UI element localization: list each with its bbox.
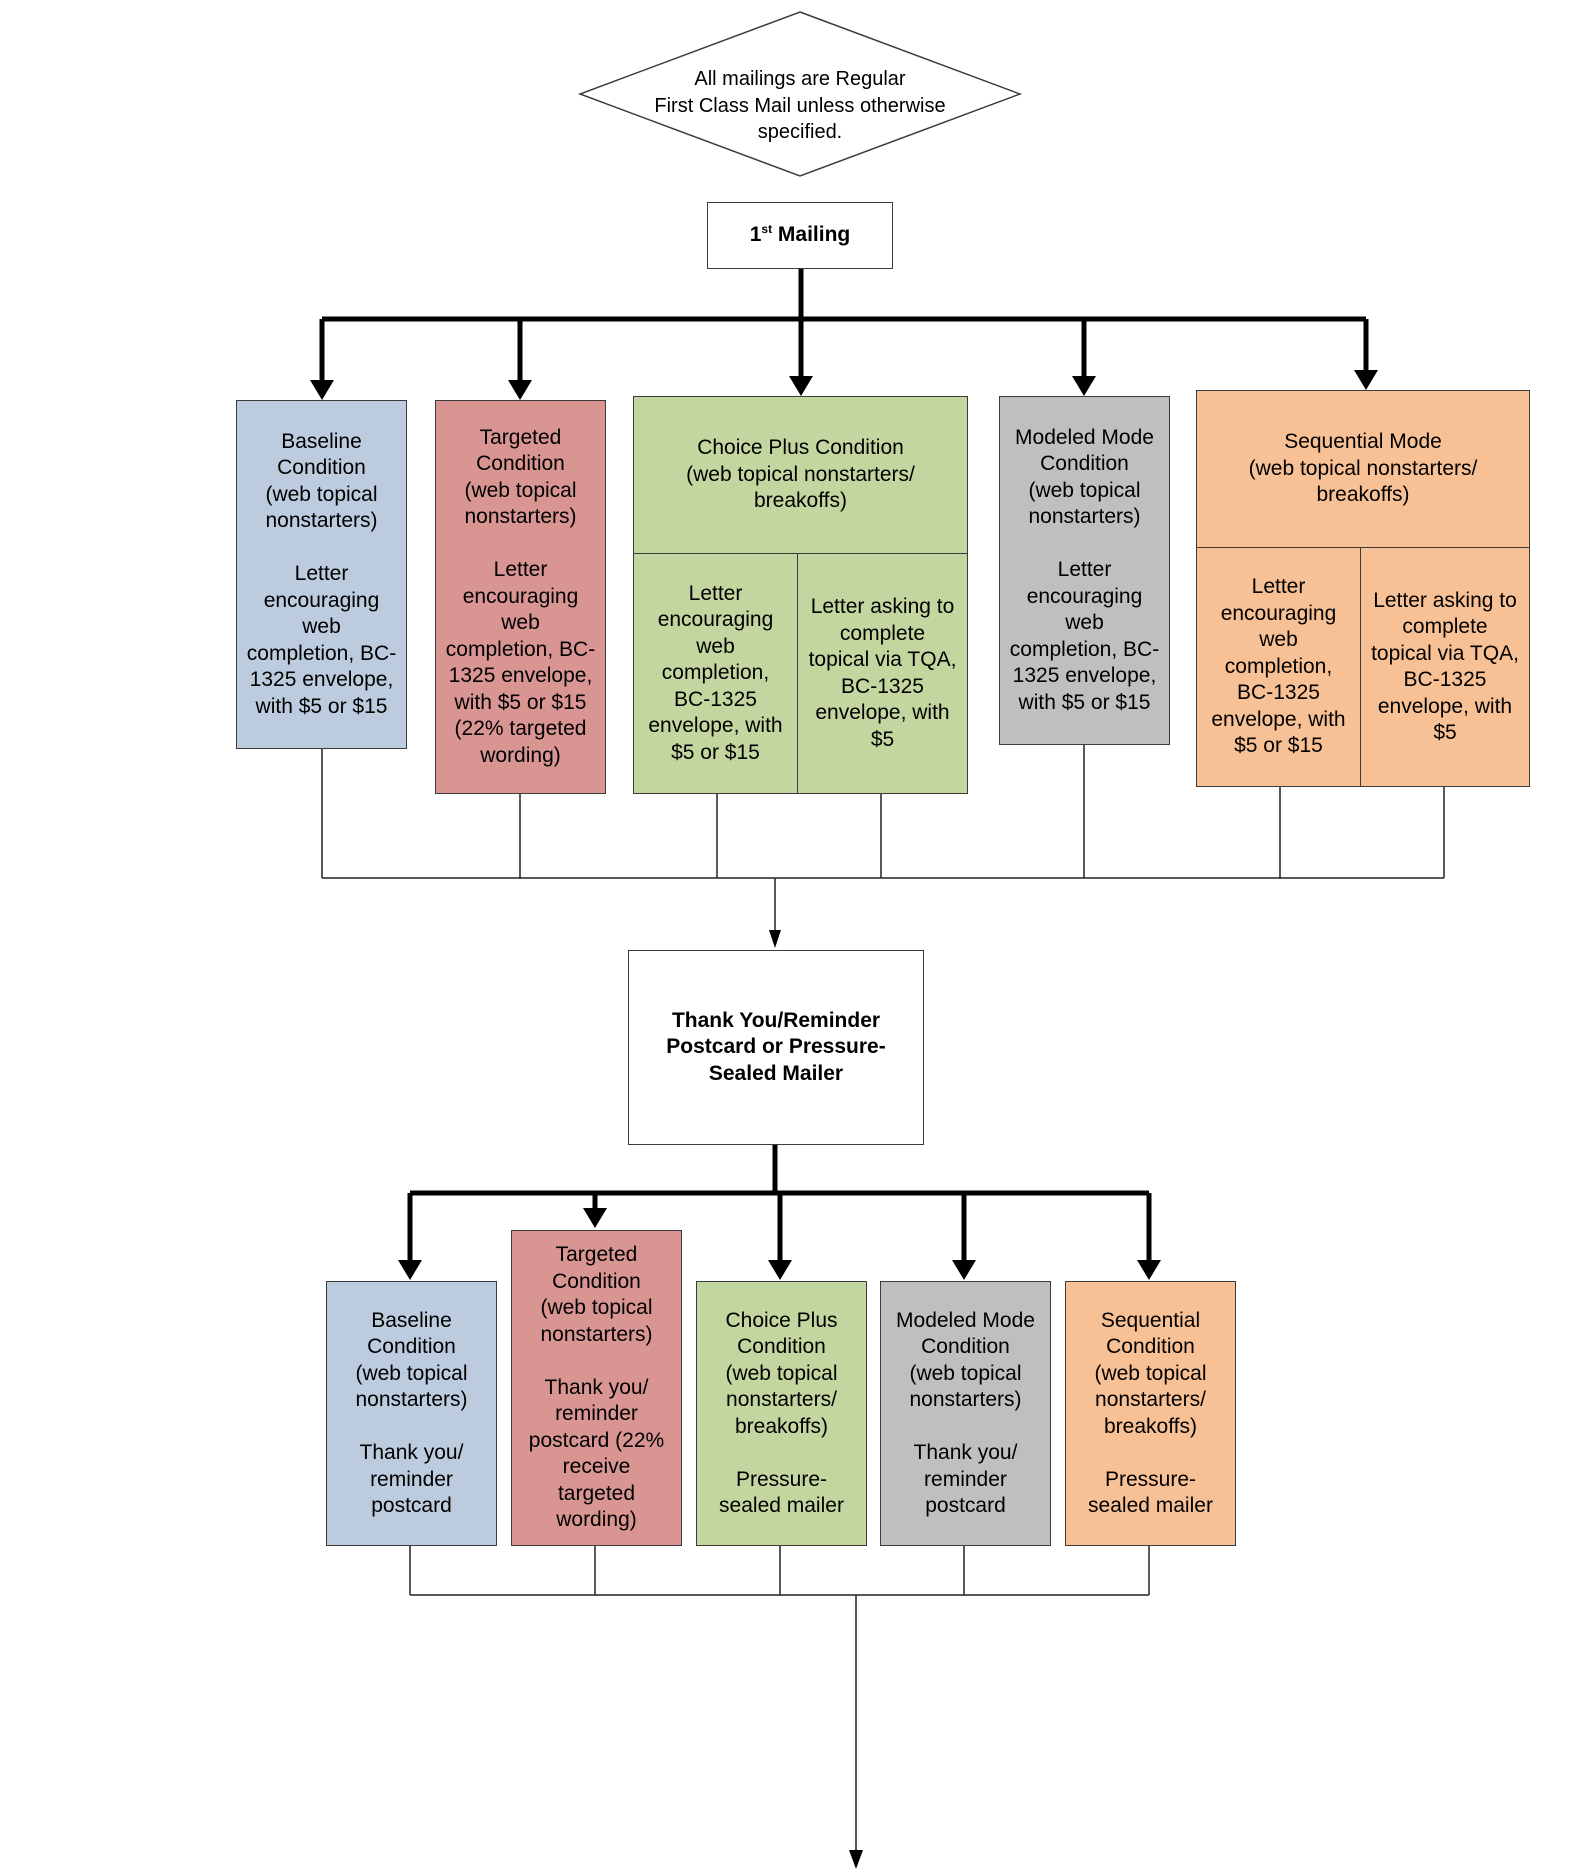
arrow-to-reminder-baseline <box>398 1260 422 1280</box>
choice-plus-tqa-letter: Letter asking to complete topical via TQ… <box>798 554 967 793</box>
first-mailing-branch-arrows <box>310 319 1378 400</box>
choice-plus-condition-box: Choice Plus Condition (web topical nonst… <box>633 396 968 794</box>
baseline-condition-text: Baseline Condition (web topical nonstart… <box>246 429 397 718</box>
first-mailing-branch-lines <box>322 269 1366 322</box>
sequential-mode-header-text: Sequential Mode (web topical nonstarters… <box>1248 430 1478 507</box>
first-mailing-box: 1st Mailing <box>707 202 893 269</box>
sequential-mode-header: Sequential Mode (web topical nonstarters… <box>1197 391 1529 548</box>
arrow-to-sequential <box>1354 370 1378 390</box>
reminder-text: Thank You/Reminder Postcard or Pressure-… <box>666 1008 886 1085</box>
first-mailing-ordinal: st <box>761 222 773 237</box>
reminder-branch-arrows <box>398 1193 1161 1280</box>
arrow-to-baseline <box>310 380 334 400</box>
modeled-mode-condition-text: Modeled Mode Condition (web topical nons… <box>1009 425 1160 714</box>
mailing-class-note: All mailings are Regular First Class Mai… <box>654 68 946 143</box>
first-mailing-label: Mailing <box>777 223 851 247</box>
modeled-mode-condition-box: Modeled Mode Condition (web topical nons… <box>999 396 1170 745</box>
reminder-sequential-box: Sequential Condition (web topical nonsta… <box>1065 1281 1236 1546</box>
sequential-tqa-letter: Letter asking to complete topical via TQ… <box>1361 548 1529 786</box>
targeted-condition-text: Targeted Condition (web topical nonstart… <box>445 425 596 767</box>
arrow-to-reminder-sequential <box>1137 1260 1161 1280</box>
first-mailing-number: 1 <box>749 223 762 247</box>
choice-plus-web-letter: Letter encouraging web completion, BC-13… <box>634 554 798 793</box>
arrow-to-choice-plus <box>789 376 813 396</box>
reminder-targeted-text: Targeted Condition (web topical nonstart… <box>528 1243 665 1532</box>
choice-plus-header: Choice Plus Condition (web topical nonst… <box>634 397 967 554</box>
arrow-to-targeted <box>508 380 532 400</box>
reminder-choice-plus-box: Choice Plus Condition (web topical nonst… <box>696 1281 867 1546</box>
second-merge-lines <box>409 1545 1150 1852</box>
arrow-to-reminder-targeted <box>583 1208 607 1228</box>
sequential-mode-condition-box: Sequential Mode (web topical nonstarters… <box>1196 390 1530 787</box>
reminder-modeled-mode-box: Modeled Mode Condition (web topical nons… <box>880 1281 1051 1546</box>
arrow-to-reminder-modeled-mode <box>952 1260 976 1280</box>
sequential-tqa-letter-text: Letter asking to complete topical via TQ… <box>1371 588 1519 745</box>
arrow-to-modeled-mode <box>1072 376 1096 396</box>
reminder-modeled-mode-text: Modeled Mode Condition (web topical nons… <box>896 1308 1035 1518</box>
choice-plus-web-letter-text: Letter encouraging web completion, BC-13… <box>648 581 783 764</box>
reminder-targeted-box: Targeted Condition (web topical nonstart… <box>511 1230 682 1546</box>
reminder-box: Thank You/Reminder Postcard or Pressure-… <box>628 950 924 1145</box>
baseline-condition-box: Baseline Condition (web topical nonstart… <box>236 400 407 749</box>
choice-plus-tqa-letter-text: Letter asking to complete topical via TQ… <box>808 595 957 751</box>
reminder-baseline-text: Baseline Condition (web topical nonstart… <box>355 1308 468 1518</box>
arrow-to-reminder-choice-plus <box>768 1260 792 1280</box>
reminder-choice-plus-text: Choice Plus Condition (web topical nonst… <box>719 1308 844 1518</box>
first-mailing-title: 1st Mailing <box>750 222 851 249</box>
arrow-to-reminder <box>769 930 781 948</box>
reminder-sequential-text: Sequential Condition (web topical nonsta… <box>1088 1308 1213 1518</box>
first-merge-lines <box>321 745 1445 932</box>
reminder-baseline-box: Baseline Condition (web topical nonstart… <box>326 1281 497 1546</box>
reminder-branch-lines <box>410 1144 1149 1196</box>
arrow-to-next-step <box>849 1850 863 1869</box>
sequential-web-letter: Letter encouraging web completion, BC-13… <box>1197 548 1361 786</box>
targeted-condition-box: Targeted Condition (web topical nonstart… <box>435 400 606 794</box>
sequential-web-letter-text: Letter encouraging web completion, BC-13… <box>1211 575 1346 758</box>
note-diamond <box>577 11 1023 177</box>
choice-plus-header-text: Choice Plus Condition (web topical nonst… <box>686 436 915 513</box>
